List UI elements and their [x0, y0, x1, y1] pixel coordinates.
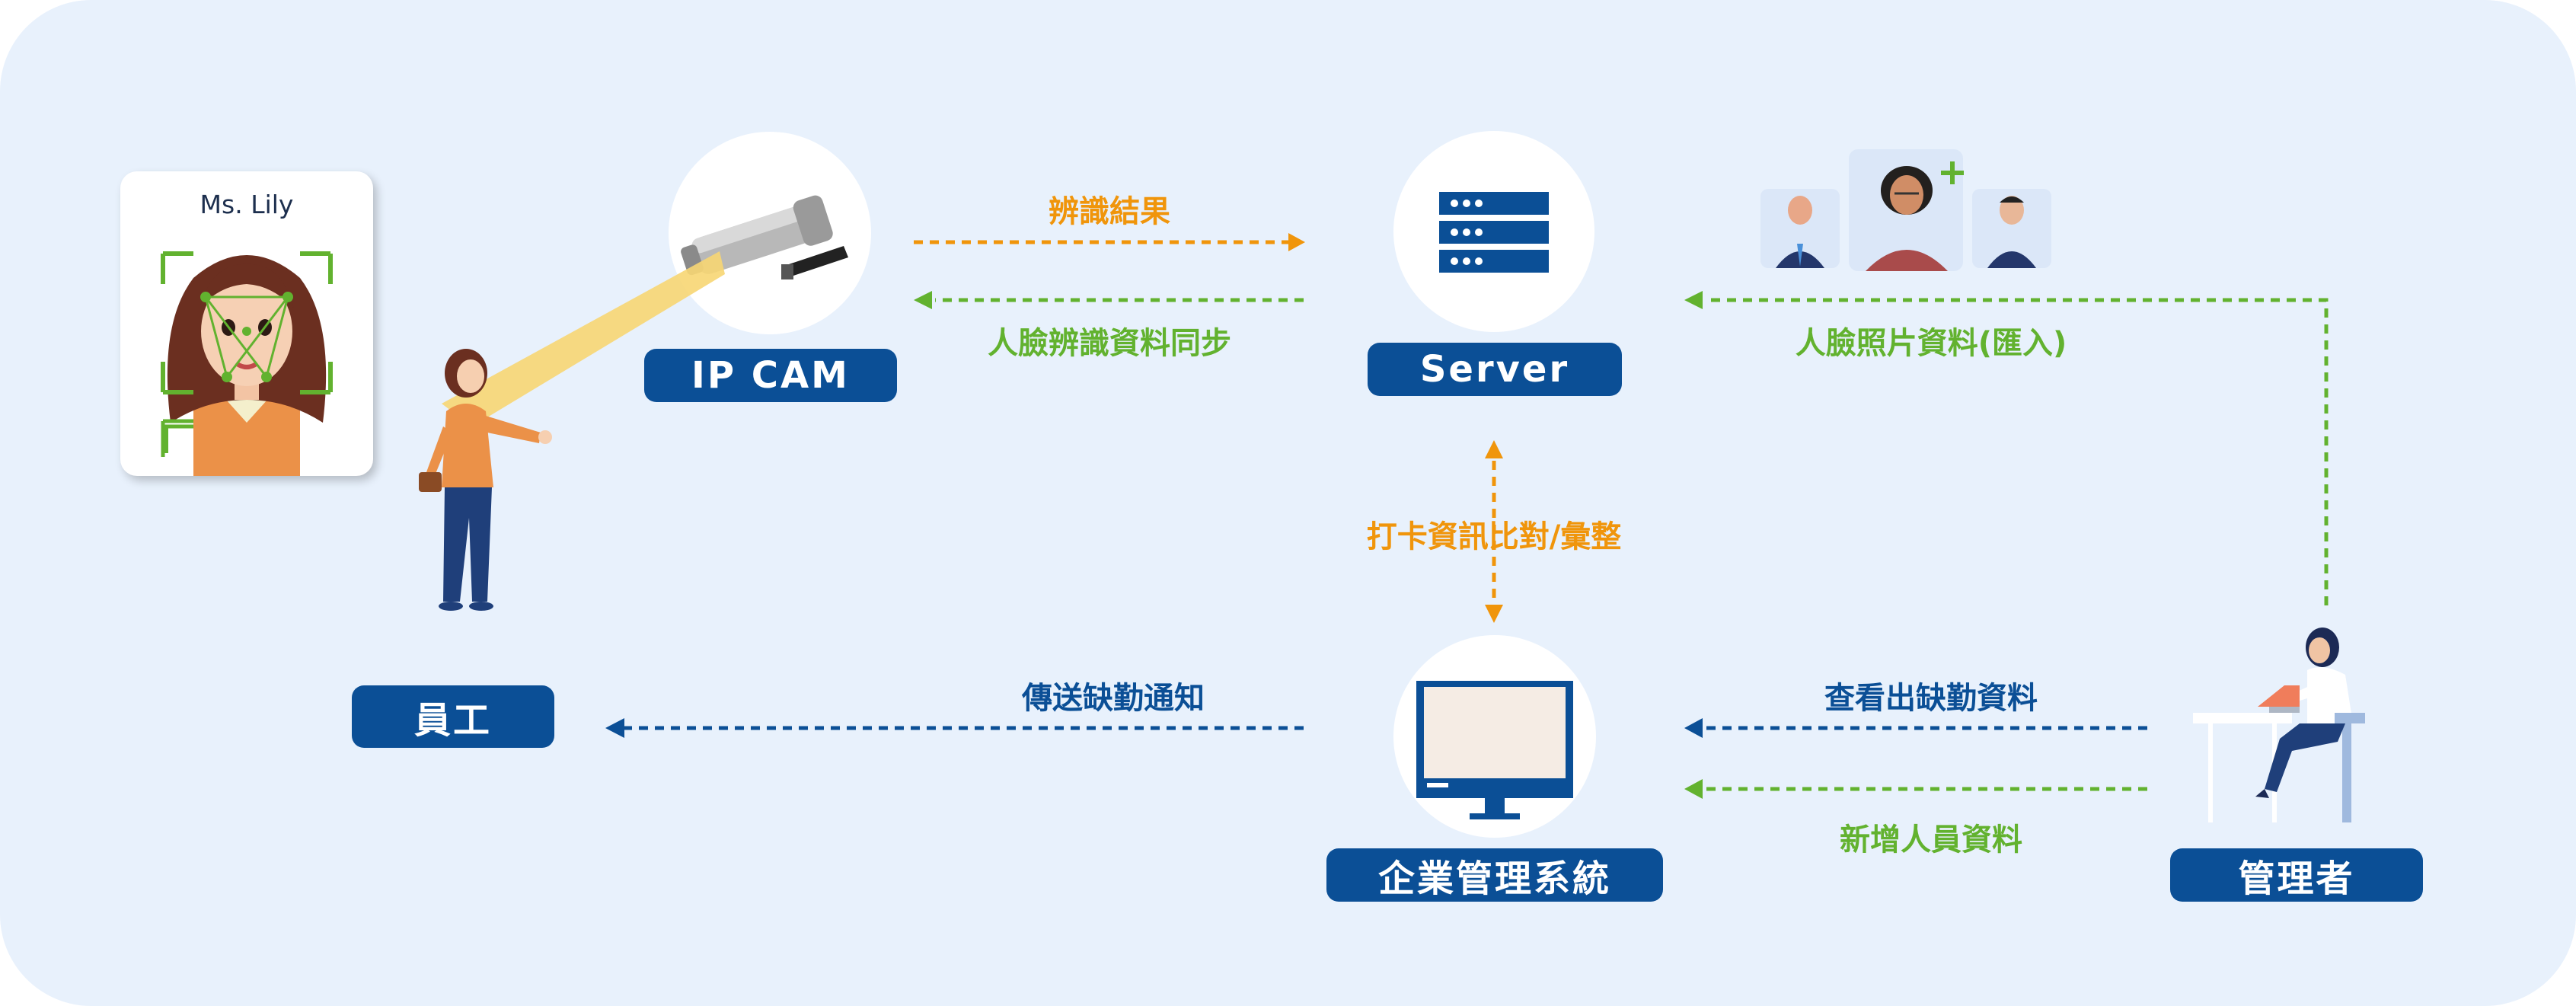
- face-recognition-card: Ms. Lily: [120, 171, 373, 476]
- employee-figure: [419, 349, 552, 611]
- arrowhead: [914, 291, 932, 309]
- arrow-face-photo-import: [1706, 298, 2329, 605]
- face-scan-icon: [161, 251, 333, 476]
- arrowhead: [1684, 291, 1703, 309]
- flow-label-recognition-result: 辨識結果: [1049, 194, 1170, 229]
- arrowhead: [1288, 233, 1305, 251]
- node-system-label: 企業管理系統: [1377, 857, 1611, 900]
- server-rack-icon: [1439, 192, 1549, 273]
- server-circle: [1393, 131, 1594, 332]
- ipcam-circle: [669, 132, 871, 334]
- arrowhead: [1684, 718, 1703, 738]
- node-employee: 員工: [352, 685, 554, 748]
- system-circle: [1393, 635, 1596, 838]
- user-photos-icon: [1760, 149, 2051, 271]
- node-admin: 管理者: [2170, 848, 2423, 902]
- camera-light-beam: [442, 251, 725, 426]
- node-admin-label: 管理者: [2238, 857, 2355, 900]
- node-ipcam: IP CAM: [644, 349, 897, 402]
- security-camera-icon: [681, 195, 848, 279]
- admin-figure: [2193, 628, 2365, 822]
- arrowhead: [1485, 605, 1503, 623]
- node-ipcam-label: IP CAM: [691, 354, 850, 397]
- flow-label-view-attendance: 查看出缺勤資料: [1824, 681, 2038, 716]
- node-system: 企業管理系統: [1326, 848, 1663, 902]
- flow-label-face-photo-import: 人臉照片資料(匯入): [1795, 326, 2067, 361]
- face-card-name: Ms. Lily: [200, 190, 294, 219]
- flow-label-absence-notice: 傳送缺勤通知: [1022, 681, 1205, 716]
- flow-label-face-data-sync: 人臉辨識資料同步: [988, 326, 1231, 361]
- arrowhead: [605, 718, 624, 738]
- monitor-icon: [1416, 681, 1573, 819]
- flow-label-add-personnel: 新增人員資料: [1840, 822, 2022, 857]
- node-server: Server: [1368, 343, 1622, 396]
- node-employee-label: 員工: [413, 699, 492, 742]
- flow-label-clock-compare: 打卡資訊比對/彙整: [1366, 519, 1622, 554]
- node-server-label: Server: [1419, 348, 1570, 391]
- arrowhead: [1485, 440, 1503, 458]
- arrowhead: [1684, 779, 1703, 799]
